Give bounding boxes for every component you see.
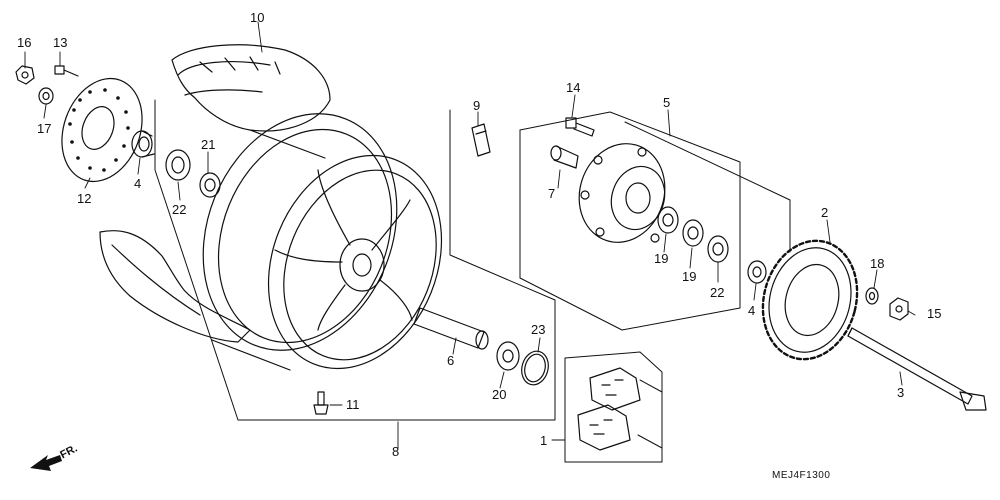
callout-7: 7 [548,186,556,201]
callout-22-right: 22 [710,285,725,300]
callout-4-left: 4 [134,176,142,191]
callout-1: 1 [540,433,548,448]
collar-part [413,307,489,350]
valve-part [313,391,329,415]
clip-part [471,123,491,157]
front-direction-arrow [30,455,62,471]
callout-22-left: 22 [172,202,187,217]
sprocket-part [761,239,859,361]
nut-part [15,65,35,85]
callout-5: 5 [663,95,671,110]
callout-12: 12 [77,191,92,206]
washer-part [38,87,54,105]
callout-16: 16 [17,35,32,50]
rear-wheel-part [202,113,443,371]
hub-bolt-part [565,117,595,137]
tire-part [99,44,331,343]
bearing-20-part [496,341,520,371]
leader-lines [24,21,916,449]
drawing-code: MEJ4F1300 [772,470,831,481]
axle-nut-part [889,297,909,321]
bearing-right-part [707,235,729,263]
dust-seal-left-part [131,130,155,158]
assembly-outlines [154,99,791,463]
callout-14: 14 [566,80,581,95]
callout-8: 8 [392,444,400,459]
callout-9: 9 [473,98,481,113]
dust-seal-right-part [747,260,767,284]
callout-2: 2 [821,205,829,220]
o-ring-part [521,350,549,386]
callout-4-right: 4 [748,303,756,318]
stud-part [550,145,579,169]
bearing-19a-part [657,206,679,234]
brake-disc-part [61,77,143,183]
callout-19a: 19 [654,251,669,266]
callout-6: 6 [447,353,455,368]
axle-washer-part [865,287,879,305]
callout-10: 10 [250,10,265,25]
callout-21: 21 [201,137,216,152]
disc-bolt-part [54,65,79,77]
driven-flange-part [578,143,666,243]
bearing-19b-part [682,219,704,247]
callout-19b: 19 [682,269,697,284]
damper-set-part [577,367,641,451]
callout-18: 18 [870,256,885,271]
callout-11: 11 [346,397,360,412]
callout-20: 20 [492,387,507,402]
bearing-left-part [165,149,191,181]
callout-13: 13 [53,35,68,50]
callout-3: 3 [897,385,905,400]
callout-23: 23 [531,322,546,337]
axle-part [847,327,987,411]
callout-15: 15 [927,306,942,321]
callout-17: 17 [37,121,52,136]
